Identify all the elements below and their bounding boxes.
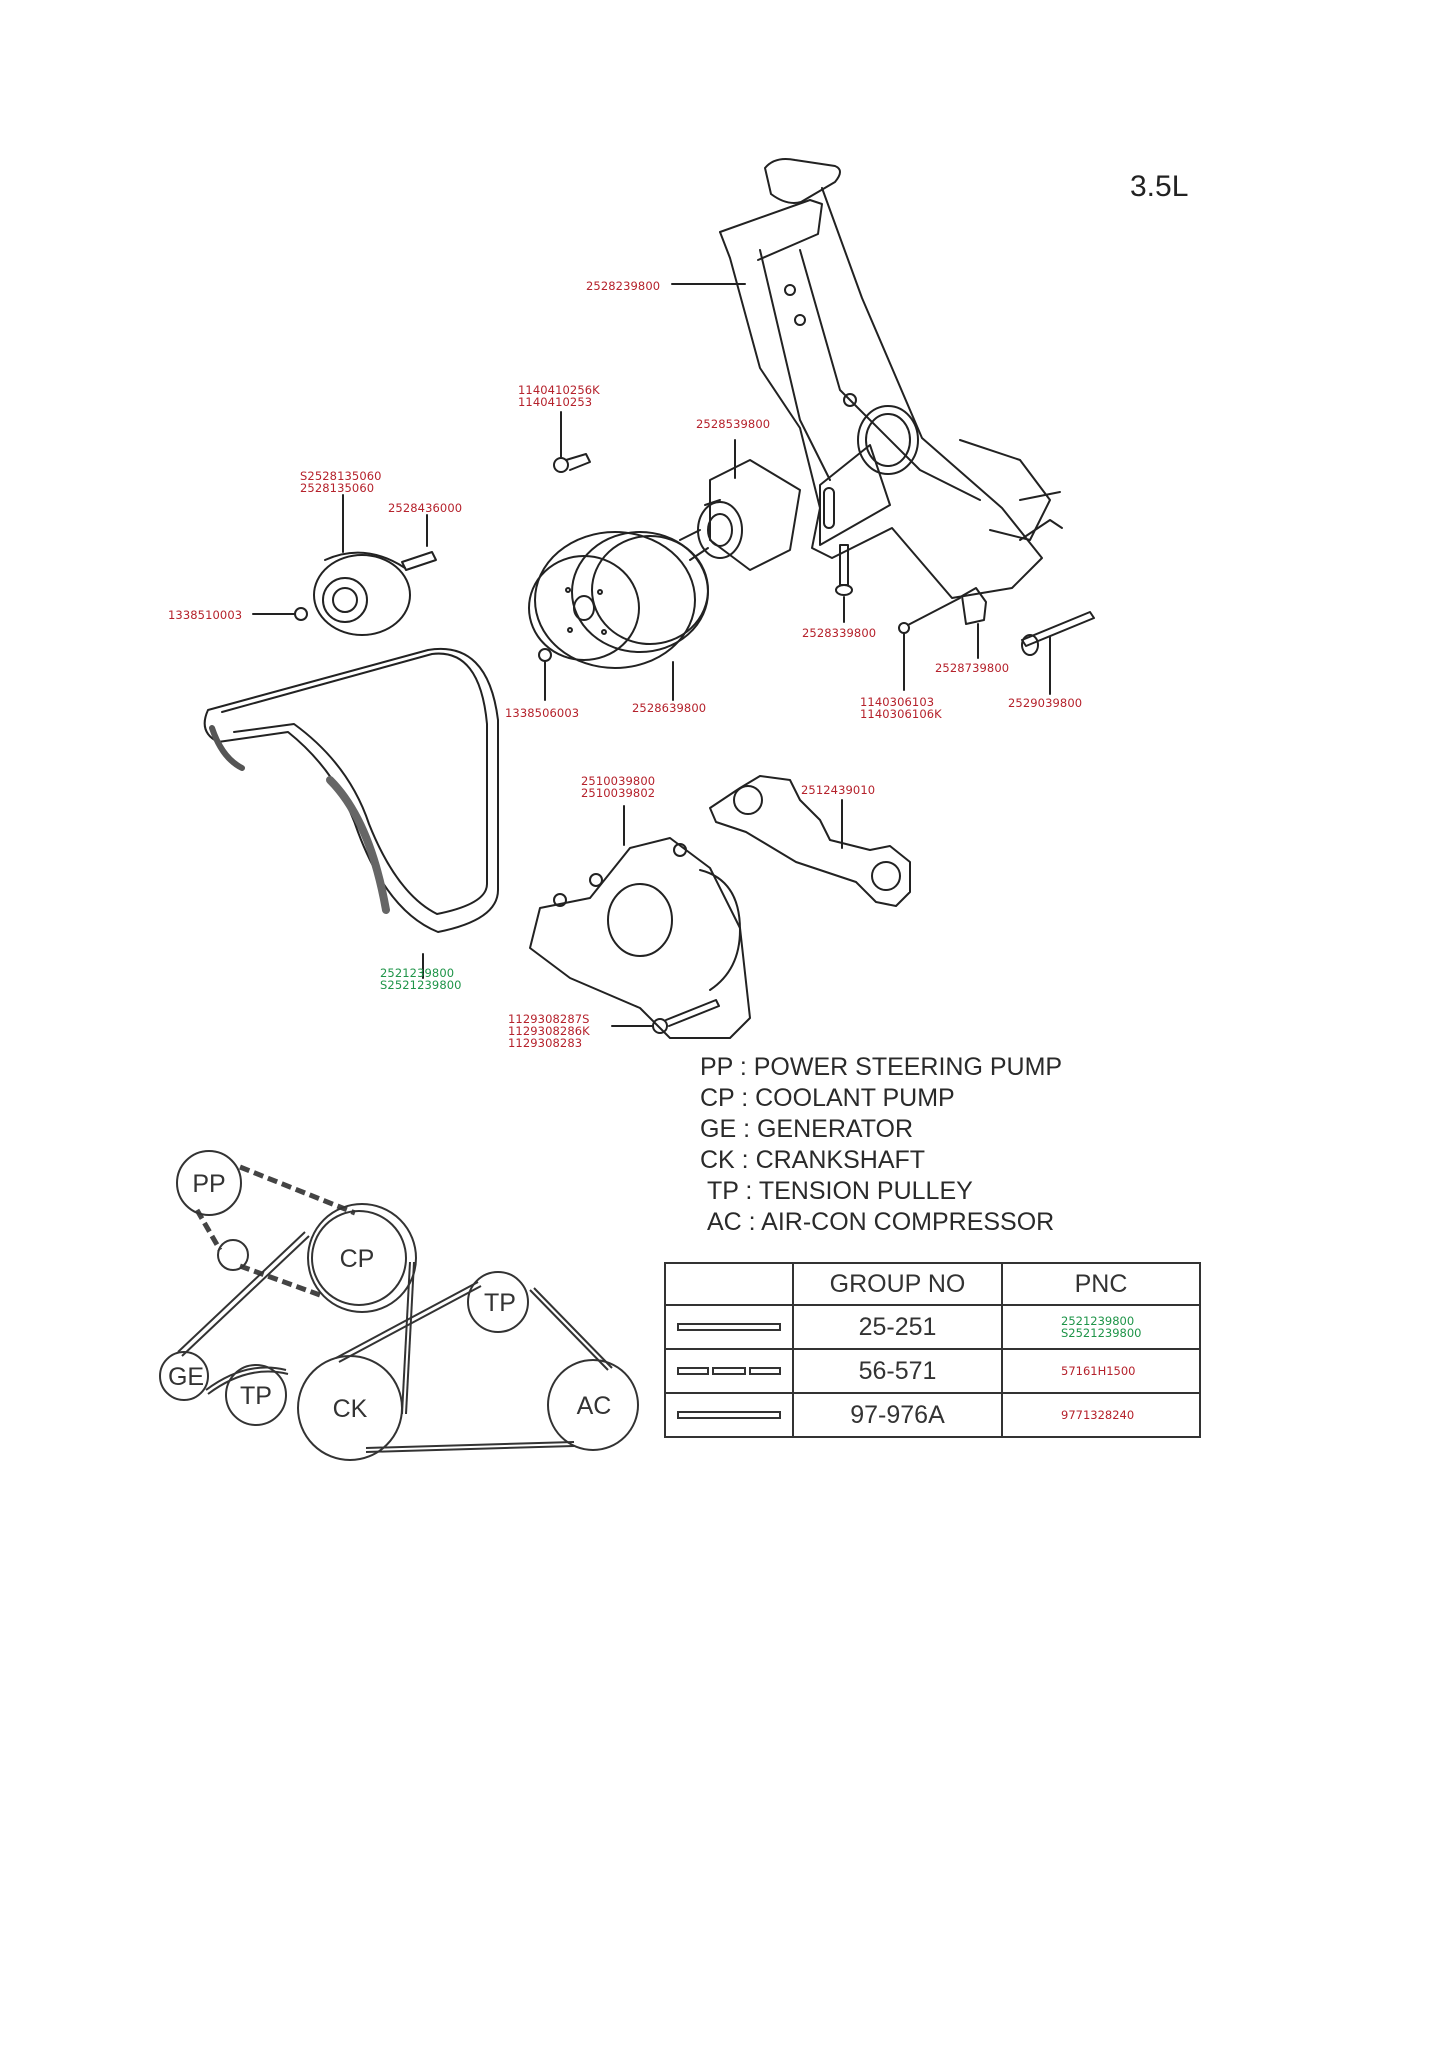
part-number: 1338506003 <box>505 706 580 720</box>
part-label-nut-pulley: 1338506003 <box>505 707 579 719</box>
legend-item: TP : TENSION PULLEY <box>706 1177 973 1205</box>
part-number: 1129308283 <box>508 1036 583 1050</box>
part-number: 2529039800 <box>1008 696 1083 710</box>
long-bolt-drawing <box>1021 611 1095 656</box>
part-number: 1140306106K <box>860 707 942 721</box>
pnc-cell: 9771328240 <box>1001 1392 1201 1438</box>
part-number: 1129308287S <box>508 1012 590 1026</box>
part-number: 1129308286K <box>508 1024 590 1038</box>
pulley-label: PP <box>192 1170 225 1198</box>
part-number: 2528135060 <box>300 481 375 495</box>
part-number: 1140410253 <box>518 395 593 409</box>
part-label-gasket: 2512439010 <box>801 784 875 796</box>
pulley-label: CK <box>333 1395 368 1423</box>
pulley-label: GE <box>168 1363 204 1391</box>
clip-drawing <box>961 587 987 625</box>
pnc-cell: 57161H1500 <box>1001 1348 1201 1394</box>
group-number: 56-571 <box>792 1348 1003 1394</box>
pulley-ge <box>159 1351 209 1401</box>
legend-item: CK : CRANKSHAFT <box>700 1146 926 1174</box>
group-number: 97-976A <box>792 1392 1003 1438</box>
pulley-tp-upper <box>467 1271 529 1333</box>
pulley-idler-small <box>217 1239 249 1271</box>
header-group-no: GROUP NO <box>792 1262 1003 1306</box>
part-number: 1338510003 <box>168 608 243 622</box>
line-style-solid <box>664 1304 794 1350</box>
part-number: 2528539800 <box>696 417 771 431</box>
part-number: S2528135060 <box>300 469 382 483</box>
table-header-row: GROUP NO PNC <box>664 1262 1201 1306</box>
group-number: 25-251 <box>792 1304 1003 1350</box>
part-number: 2512439010 <box>801 783 876 797</box>
water-pump-drawing <box>529 837 751 1039</box>
part-label-clip: 2528739800 <box>935 662 1009 674</box>
part-number: 2528436000 <box>388 501 463 515</box>
legend-item: PP : POWER STEERING PUMP <box>700 1053 1063 1081</box>
part-number: 1140306103 <box>860 695 935 709</box>
power-steering-belt-route <box>194 1164 356 1298</box>
table-row: 97-976A 9771328240 <box>664 1392 1201 1438</box>
part-number: 2528239800 <box>586 279 661 293</box>
part-label-long-bolt: 2529039800 <box>1008 697 1082 709</box>
part-label-pin: 2528436000 <box>388 502 462 514</box>
pulley-ck <box>297 1355 403 1461</box>
part-number: 2521239800 <box>380 966 455 980</box>
mounting-bracket-drawing <box>719 158 1063 599</box>
part-label-pulley: 2528639800 <box>632 702 706 714</box>
part-number: S2521239800 <box>380 978 462 992</box>
main-belt-route <box>177 1203 613 1453</box>
part-label-bolt-b: 2528339800 <box>802 627 876 639</box>
pulley-ac <box>547 1359 639 1451</box>
part-number: 2510039800 <box>581 774 656 788</box>
hub-assembly-drawing <box>679 459 801 571</box>
part-label-nut-idler: 1338510003 <box>168 609 242 621</box>
header-line-style <box>664 1262 794 1306</box>
table-row: 56-571 57161H1500 <box>664 1348 1201 1394</box>
line-style-dashed <box>664 1348 794 1394</box>
gasket-drawing <box>709 775 911 907</box>
pulley-label: TP <box>240 1382 272 1410</box>
idler-pulley-drawing <box>313 551 411 636</box>
header-pnc: PNC <box>1001 1262 1201 1306</box>
bolt-shaft <box>907 597 961 626</box>
part-number: 2528339800 <box>802 626 877 640</box>
legend-item: GE : GENERATOR <box>700 1115 914 1143</box>
pulley-legend: PP : POWER STEERING PUMP CP : COOLANT PU… <box>700 1052 1062 1238</box>
part-number: 2528639800 <box>632 701 707 715</box>
part-number: 2528739800 <box>935 661 1010 675</box>
pulley-label: CP <box>340 1245 375 1273</box>
part-number: 2510039802 <box>581 786 656 800</box>
part-number: 1140410256K <box>518 383 600 397</box>
serpentine-belt-drawing <box>203 647 499 933</box>
pulley-label: AC <box>577 1392 612 1420</box>
pulley-cp <box>311 1210 407 1306</box>
legend-item: CP : COOLANT PUMP <box>700 1084 955 1112</box>
bolt-drawing <box>835 544 853 596</box>
pulley-drawing <box>528 531 709 669</box>
part-label-hub: 2528539800 <box>696 418 770 430</box>
pulley-label: TP <box>484 1289 516 1317</box>
part-label-bracket: 2528239800 <box>586 280 660 292</box>
line-style-solid <box>664 1392 794 1438</box>
pulley-pp <box>176 1150 242 1216</box>
legend-item: AC : AIR-CON COMPRESSOR <box>706 1208 1055 1236</box>
engine-displacement-label: 3.5L <box>1130 170 1189 203</box>
pin-drawing <box>401 551 437 571</box>
pulley-tp-lower <box>225 1364 287 1426</box>
